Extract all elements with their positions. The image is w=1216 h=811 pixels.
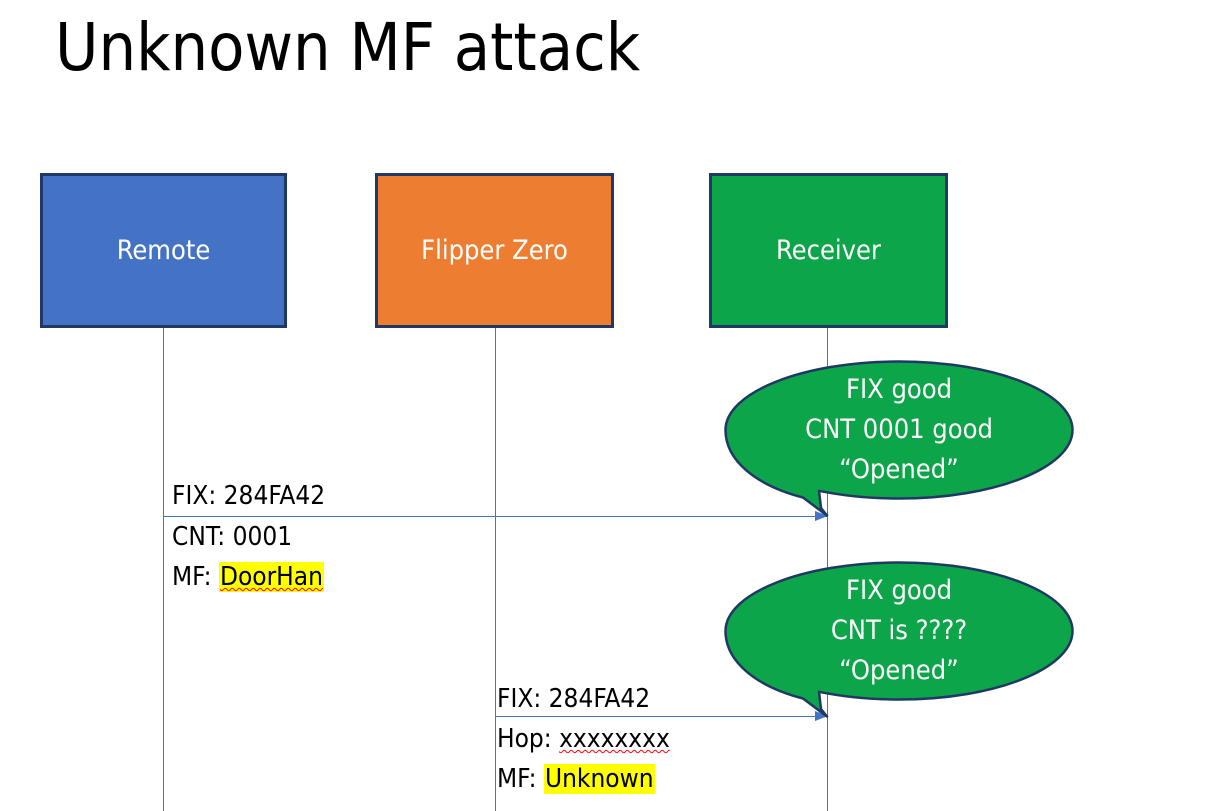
actor-label-flipper: Flipper Zero (421, 235, 568, 266)
message-2-mf-prefix: MF: (497, 764, 544, 794)
speech-bubble-shape-icon (724, 561, 1074, 718)
speech-bubble-receiver-response-1: FIX good CNT 0001 good “Opened” (724, 360, 1074, 517)
speech-bubble-shape-icon (724, 360, 1074, 517)
actor-label-receiver: Receiver (776, 235, 881, 266)
actor-box-remote[interactable]: Remote (40, 173, 287, 328)
speech-bubble-receiver-response-2: FIX good CNT is ???? “Opened” (724, 561, 1074, 718)
page-title: Unknown MF attack (55, 9, 641, 86)
message-2-mf-value: Unknown (543, 764, 655, 794)
message-label-below-2: Hop: xxxxxxxx MF: Unknown (497, 719, 670, 799)
message-label-above-2: FIX: 284FA42 (497, 679, 650, 719)
message-arrow-flipper-to-receiver (495, 711, 828, 721)
message-2-fix: FIX: 284FA42 (497, 684, 651, 714)
lifeline-flipper (495, 328, 496, 811)
message-1-mf-value: DoorHan (218, 562, 324, 592)
message-1-mf-prefix: MF: (172, 562, 219, 592)
actor-box-flipper[interactable]: Flipper Zero (375, 173, 614, 328)
message-1-fix: FIX: 284FA42 (172, 481, 326, 511)
message-1-cnt: CNT: 0001 (172, 522, 293, 552)
message-label-above-1: FIX: 284FA42 (172, 476, 325, 516)
message-arrow-remote-to-receiver (163, 511, 828, 521)
message-2-mf: MF: Unknown (497, 759, 670, 799)
message-2-hop-value: xxxxxxxx (559, 724, 670, 754)
actor-label-remote: Remote (116, 235, 211, 266)
actor-box-receiver[interactable]: Receiver (709, 173, 948, 328)
lifeline-remote (163, 328, 164, 811)
message-label-below-1: CNT: 0001 MF: DoorHan (172, 517, 324, 597)
message-2-hop-prefix: Hop: (497, 724, 560, 754)
message-2-hop: Hop: xxxxxxxx (497, 719, 670, 759)
message-1-mf: MF: DoorHan (172, 557, 324, 597)
